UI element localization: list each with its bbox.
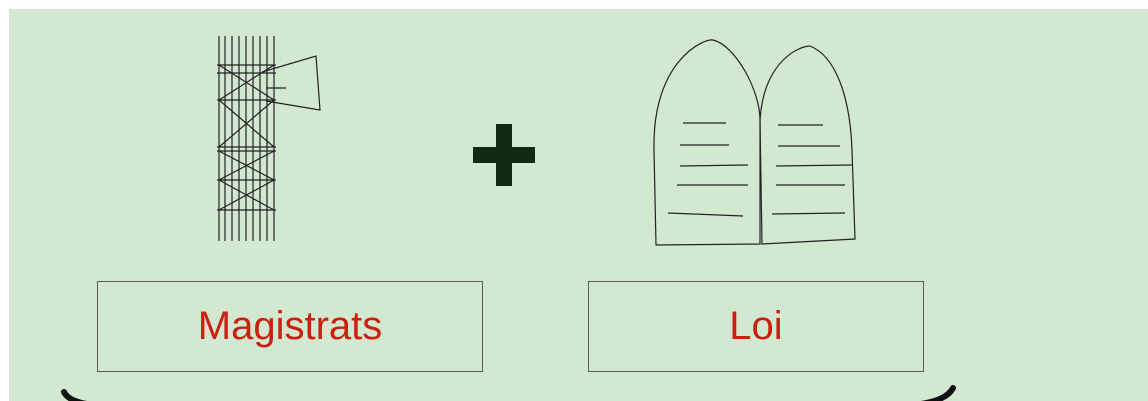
- label-magistrats: Magistrats: [197, 304, 383, 348]
- label-loi: Loi: [729, 304, 783, 348]
- label-box-magistrats: Magistrats: [97, 281, 483, 372]
- plus-sign: [473, 124, 535, 186]
- stone-tablets-icon: [653, 39, 856, 246]
- label-box-loi: Loi: [588, 281, 924, 372]
- scaffold-tower-with-flag-icon: [217, 36, 321, 241]
- grouping-brace: [61, 385, 956, 401]
